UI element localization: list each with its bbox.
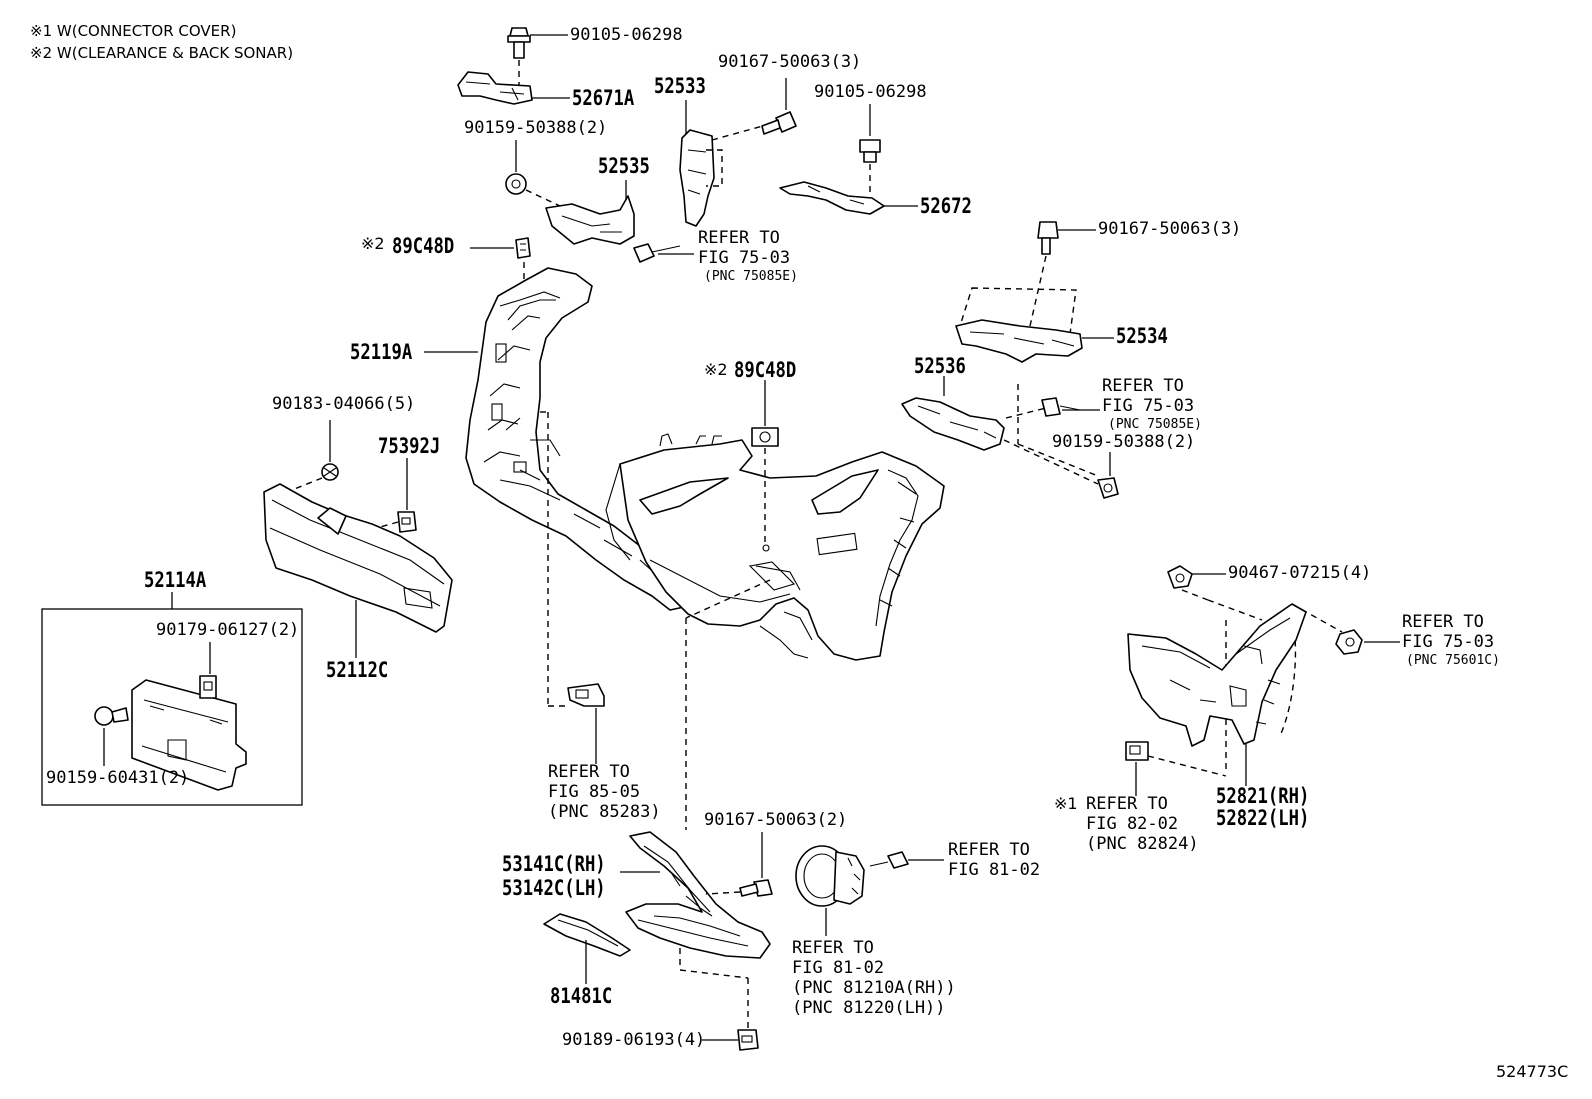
clip-75392J (397, 511, 417, 533)
part-number-label: 90167-50063(3) (1098, 219, 1242, 239)
part-number-label: 53141C(RH) (502, 852, 606, 876)
bolt-90159-60431 (94, 706, 129, 726)
fog-lamp (795, 845, 865, 907)
clip-90183-04066 (321, 463, 339, 481)
retainer-52119A (465, 267, 699, 611)
clip-90189-06193 (737, 1029, 759, 1051)
bolt-90105-06298-b (859, 139, 881, 163)
note-clearance-sonar: ※2 W(CLEARANCE & BACK SONAR) (30, 44, 294, 62)
part-number-label: 90159-50388(2) (464, 118, 608, 138)
part-number-label: 52119A (350, 340, 413, 364)
clip-89C48D-a (515, 237, 531, 259)
reference-line: REFER TO (1086, 794, 1168, 814)
cover-ref-82824 (1125, 741, 1149, 761)
part-number-label: 90167-50063(3) (718, 52, 862, 72)
part-number-label: 90467-07215(4) (1228, 563, 1372, 583)
reference-line: (PNC 81220(LH)) (792, 998, 946, 1018)
bolt-90105-06298-a (507, 27, 531, 59)
clip-ref-85283 (567, 683, 605, 707)
diagram-code: 524773C (1496, 1062, 1569, 1081)
bumper-cover (605, 433, 945, 661)
bracket-52533 (679, 129, 715, 227)
part-number-label: 90159-60431(2) (46, 768, 190, 788)
part-number-label: 52536 (914, 354, 966, 378)
bracket-52671A (457, 71, 533, 105)
bolt-90167-50063-c (739, 879, 773, 897)
reference-line: FIG 85-05 (548, 782, 641, 802)
bracket-52534 (955, 319, 1083, 363)
reference-line: REFER TO (1402, 612, 1484, 632)
part-number-label: 89C48D (392, 234, 455, 258)
reference-line: (PNC 82824) (1086, 834, 1199, 854)
support-52821-52822 (1127, 603, 1307, 747)
bracket-52536 (901, 397, 1005, 451)
reference-line: FIG 81-02 (792, 958, 885, 978)
part-number-label: 52534 (1116, 324, 1168, 348)
screw-ref-81-02 (869, 851, 909, 869)
screw-ref-75085E-b (1041, 397, 1081, 417)
license-bracket-52114A (131, 679, 247, 791)
absorber-52112C (263, 483, 453, 633)
reference-line: REFER TO (1102, 376, 1184, 396)
reference-line: (PNC 85283) (548, 802, 661, 822)
reference-line: FIG 81-02 (948, 860, 1041, 880)
reference-line: (PNC 81210A(RH)) (792, 978, 956, 998)
clip-89C48D-b (751, 427, 779, 447)
reference-pnc: (PNC 75085E) (704, 269, 798, 284)
part-number-label: 52821(RH) (1216, 784, 1310, 808)
part-number-label: 52535 (598, 154, 650, 178)
clip-ref-75601C (1335, 629, 1363, 655)
bolt-90167-50063-b (1037, 221, 1059, 255)
part-number-label: 52533 (654, 74, 706, 98)
part-number-label: 90105-06298 (814, 82, 927, 102)
part-number-label: 52672 (920, 194, 972, 218)
reference-line: FIG 75-03 (698, 248, 791, 268)
part-number-label: 52112C (326, 658, 389, 682)
bracket-52535 (545, 195, 635, 245)
reference-pnc: (PNC 75085E) (1108, 417, 1202, 432)
part-number-label: 90159-50388(2) (1052, 432, 1196, 452)
nut-90159-50388-a (505, 173, 527, 195)
part-number-label: 52114A (144, 568, 207, 592)
reference-pnc: (PNC 75601C) (1406, 653, 1500, 668)
note-connector-cover: ※1 W(CONNECTOR COVER) (30, 22, 237, 40)
bolt-90167-50063-a (761, 111, 797, 135)
nut-90467-07215 (1167, 565, 1193, 589)
part-number-label: 90179-06127(2) (156, 620, 300, 640)
nut-90179-06127 (199, 675, 217, 699)
reference-line: REFER TO (948, 840, 1030, 860)
part-number-label: 90183-04066(5) (272, 394, 416, 414)
part-number-label: 52822(LH) (1216, 806, 1310, 830)
part-number-label: 75392J (378, 434, 441, 458)
reference-line: REFER TO (548, 762, 630, 782)
part-number-label: 90167-50063(2) (704, 810, 848, 830)
part-number-label: 53142C(LH) (502, 876, 606, 900)
note-mark: ※1 (1054, 794, 1078, 813)
part-number-label: 52671A (572, 86, 635, 110)
bracket-52672 (779, 181, 885, 215)
part-number-label: 81481C (550, 984, 613, 1008)
part-number-label: 90105-06298 (570, 25, 683, 45)
reference-line: REFER TO (698, 228, 780, 248)
garnish-81481C (543, 913, 631, 957)
screw-ref-75085E-a (633, 243, 681, 263)
part-number-label: 90189-06193(4) (562, 1030, 706, 1050)
nut-90159-50388-b (1097, 477, 1119, 499)
reference-line: REFER TO (792, 938, 874, 958)
note-mark: ※2 (704, 360, 728, 379)
reference-line: FIG 75-03 (1402, 632, 1495, 652)
reference-line: FIG 75-03 (1102, 396, 1195, 416)
reference-line: FIG 82-02 (1086, 814, 1179, 834)
part-number-label: 89C48D (734, 358, 797, 382)
note-mark: ※2 (361, 234, 385, 253)
bezel-53141C-53142C (625, 831, 771, 959)
